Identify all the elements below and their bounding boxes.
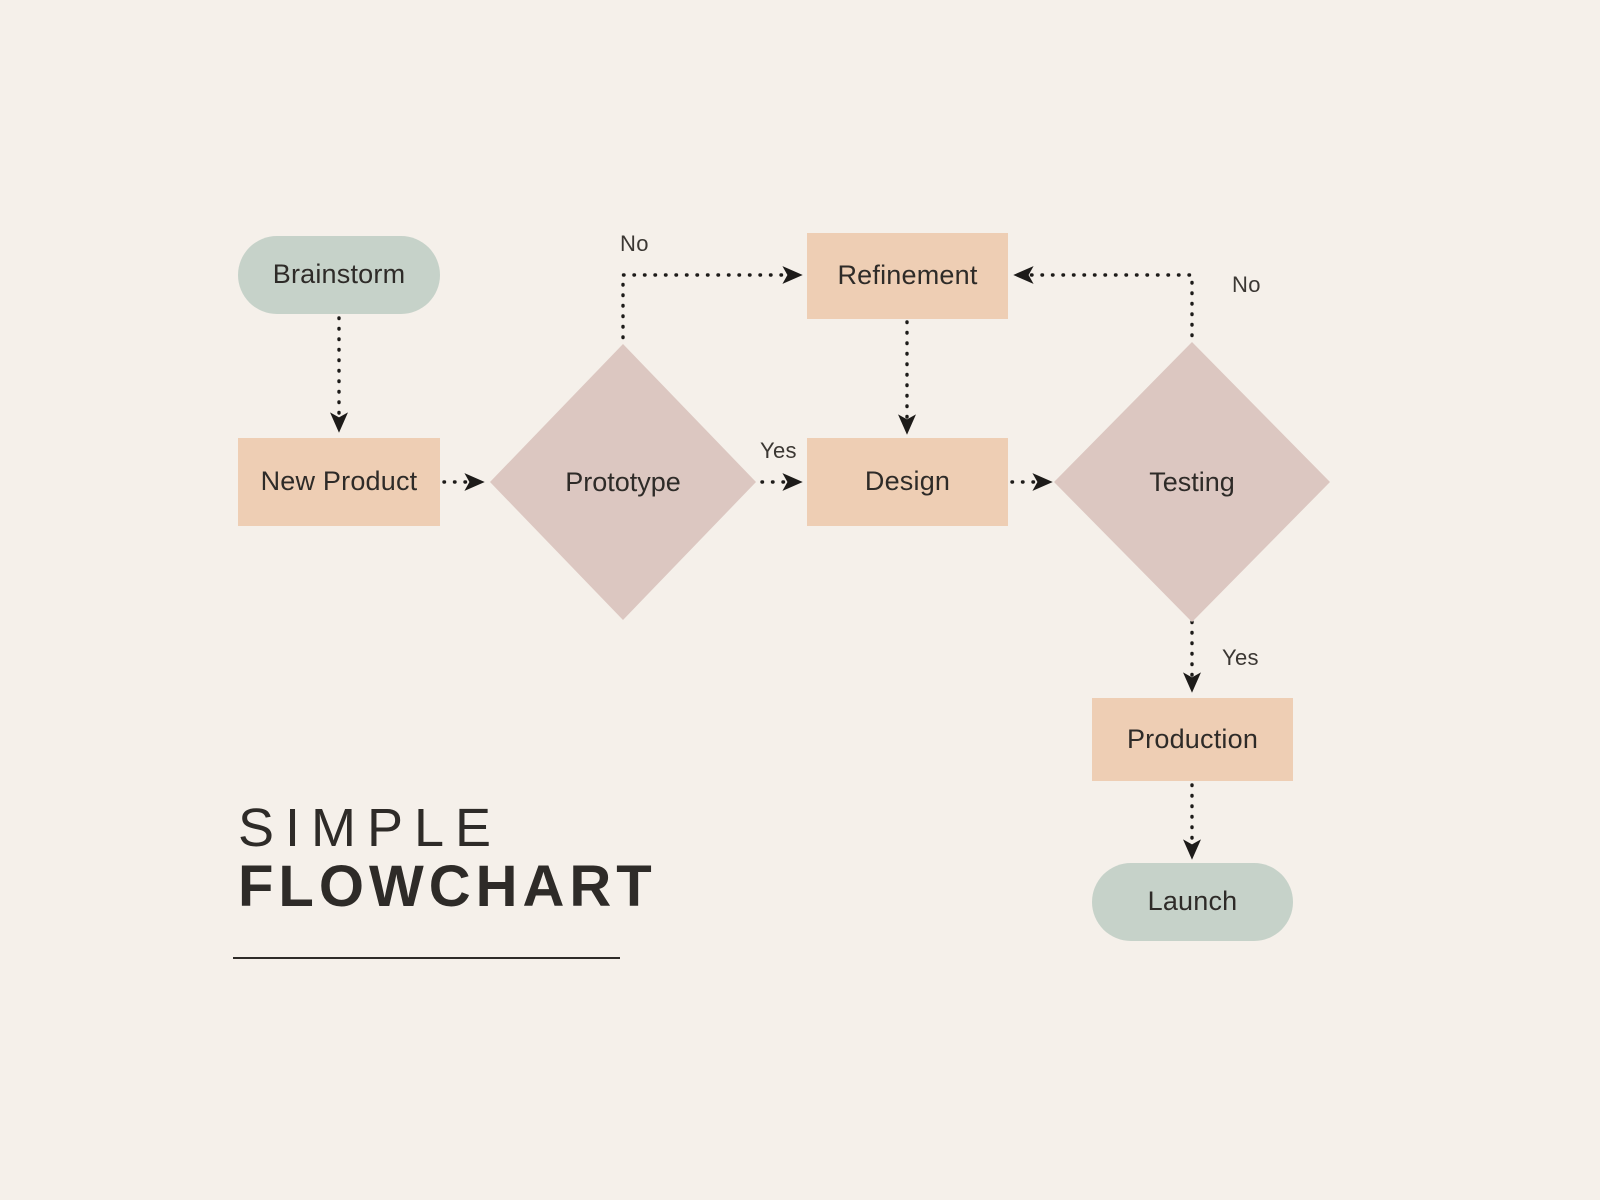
node-design[interactable]: Design [807,438,1008,526]
edge-prototype-no-to-refinement [621,265,803,350]
node-new-product-label: New Product [260,466,418,497]
node-launch[interactable]: Launch [1092,863,1293,941]
edge-label-prototype-yes: Yes [760,438,797,463]
node-refinement-label: Refinement [837,260,978,291]
node-prototype-label: Prototype [565,466,681,497]
title-line-flowchart: FLOWCHART [238,853,657,919]
title-block: SIMPLE FLOWCHART [238,800,657,918]
node-design-label: Design [864,466,951,497]
node-prototype[interactable]: Prototype [490,344,756,620]
node-brainstorm-label: Brainstorm [272,259,406,290]
edge-label-prototype-no: No [620,231,649,256]
title-underline-rule [233,957,620,959]
node-production[interactable]: Production [1092,698,1293,781]
title-line-simple: SIMPLE [238,798,503,858]
node-production-label: Production [1126,723,1259,754]
node-brainstorm[interactable]: Brainstorm [238,236,440,314]
node-testing[interactable]: Testing [1054,342,1330,622]
node-launch-label: Launch [1147,886,1238,917]
edge-testing-no-to-refinement [1013,265,1194,348]
node-new-product[interactable]: New Product [238,438,440,526]
edge-label-testing-no: No [1232,272,1261,297]
node-refinement[interactable]: Refinement [807,233,1008,319]
node-testing-label: Testing [1149,466,1235,497]
edge-label-testing-yes: Yes [1222,645,1259,670]
